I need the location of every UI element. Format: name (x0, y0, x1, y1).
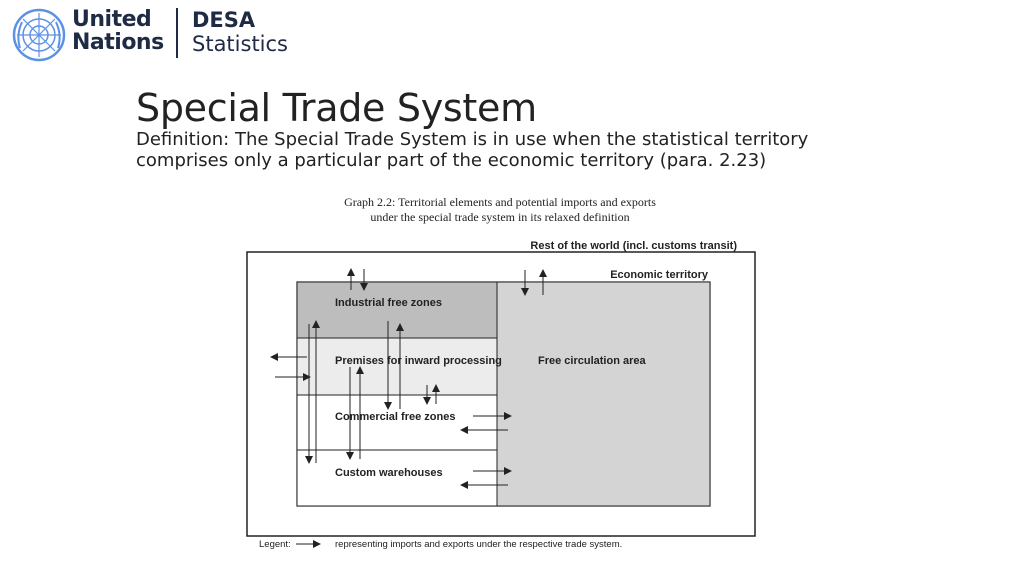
zone-label-inward-processing: Premises for inward processing (335, 355, 502, 367)
un-line2: Nations (72, 30, 164, 55)
un-line1: United (72, 7, 152, 32)
un-wordmark: United Nations (72, 8, 164, 54)
zone-industrial (296, 281, 498, 339)
diagram-caption-line2: under the special trade system in its re… (370, 210, 629, 224)
diagram-caption-line1: Graph 2.2: Territorial elements and pote… (344, 195, 656, 209)
economic-territory-label: Economic territory (610, 269, 709, 281)
rest-of-world-label: Rest of the world (incl. customs transit… (530, 240, 737, 252)
zone-label-commercial: Commercial free zones (335, 411, 455, 423)
slide-title: Special Trade System (136, 86, 537, 130)
legend-text: representing imports and exports under t… (335, 539, 622, 550)
desa-wordmark: DESA Statistics (192, 8, 288, 56)
desa-line1: DESA (192, 8, 256, 32)
slide-definition: Definition: The Special Trade System is … (136, 129, 809, 171)
trade-flow-arrows (270, 268, 547, 548)
logo: United Nations DESA Statistics (10, 6, 300, 62)
desa-line2: Statistics (192, 32, 288, 56)
zone-label-industrial: Industrial free zones (335, 297, 442, 309)
un-emblem-icon (12, 8, 66, 62)
free-circulation-area (496, 281, 711, 507)
logo-divider (176, 8, 178, 58)
free-circulation-label: Free circulation area (538, 355, 646, 367)
legend-label: Legent: (259, 539, 291, 550)
zone-label-warehouses: Custom warehouses (335, 467, 443, 479)
trade-system-diagram: Graph 2.2: Territorial elements and pote… (246, 195, 756, 550)
zone-inward-processing (296, 337, 498, 396)
